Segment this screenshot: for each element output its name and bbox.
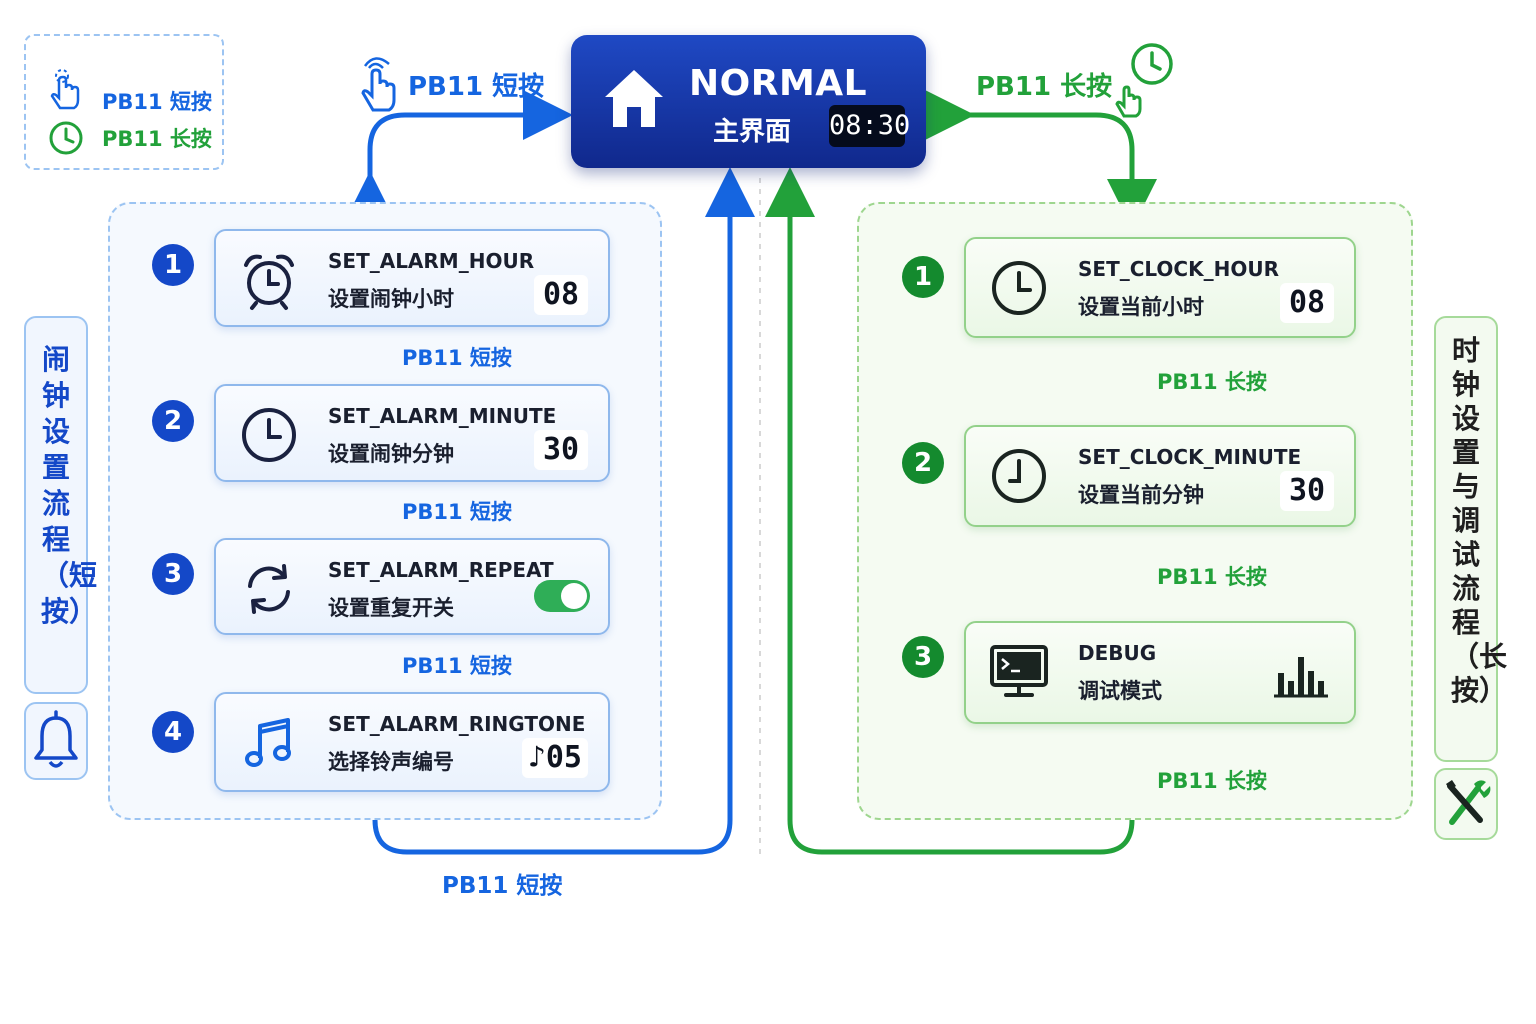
normal-time-display: 08:30 xyxy=(829,105,910,147)
step-description: 设置当前小时 xyxy=(1078,295,1204,319)
bar-chart-icon xyxy=(1274,657,1328,698)
step-code: SET_CLOCK_MINUTE xyxy=(1078,445,1302,469)
clock-side-label-text: 时钟设置与调试流程（长按） xyxy=(1451,334,1508,707)
clock-icon xyxy=(49,121,83,155)
home-icon xyxy=(605,70,663,127)
arrow-label: PB11 短按 xyxy=(402,500,512,524)
arrow-normal-to-clock xyxy=(925,90,1157,229)
clock-step-debug: DEBUG 调试模式 xyxy=(964,621,1356,724)
normal-state: NORMAL 主界面 08:30 xyxy=(571,35,926,168)
alarm-side-label-text: 闹钟设置流程（短按） xyxy=(41,343,98,628)
step-description: 设置闹钟小时 xyxy=(328,287,454,311)
long-press-hand-icon xyxy=(1115,43,1173,118)
alarm-side-icon-box xyxy=(24,702,88,780)
step-description: 设置当前分钟 xyxy=(1078,483,1204,507)
alarm-step-minute: SET_ALARM_MINUTE 设置闹钟分钟 30 xyxy=(214,384,610,482)
step-number: 2 xyxy=(902,442,944,484)
step-number: 3 xyxy=(902,636,944,678)
legend-long: PB11 长按 xyxy=(48,120,212,156)
step-value: 30 xyxy=(534,430,588,470)
repeat-toggle[interactable] xyxy=(534,580,590,612)
legend-short-label: PB11 短按 xyxy=(102,90,212,114)
arrow-normal-to-alarm xyxy=(345,90,573,221)
legend: PB11 短按 PB11 长按 xyxy=(24,34,224,170)
alarm-step-hour: SET_ALARM_HOUR 设置闹钟小时 08 xyxy=(214,229,610,327)
step-code: SET_CLOCK_HOUR xyxy=(1078,257,1279,281)
arrow-label: PB11 长按 xyxy=(1157,370,1267,394)
bell-icon xyxy=(34,710,78,768)
arrow-label: PB11 长按 xyxy=(1157,769,1267,793)
alarm-step-ringtone: SET_ALARM_RINGTONE 选择铃声编号 ♪05 xyxy=(214,692,610,792)
step-number: 3 xyxy=(152,553,194,595)
step-code: SET_ALARM_RINGTONE xyxy=(328,712,586,736)
alarm-return-label: PB11 短按 xyxy=(442,873,563,899)
step-value: 30 xyxy=(1280,471,1334,511)
normal-subtitle: 主界面 xyxy=(713,117,792,147)
normal-title: NORMAL xyxy=(689,63,868,104)
step-description: 调试模式 xyxy=(1078,679,1162,703)
arrow-alarm-return xyxy=(372,167,755,855)
step-number: 2 xyxy=(152,400,194,442)
step-code: SET_ALARM_MINUTE xyxy=(328,404,557,428)
monitor-terminal-icon xyxy=(990,645,1048,697)
clock-step-hour: SET_CLOCK_HOUR 设置当前小时 08 xyxy=(964,237,1356,338)
refresh-icon xyxy=(248,564,290,614)
arrow-label: PB11 短按 xyxy=(402,346,512,370)
tap-hand-icon xyxy=(361,57,396,112)
step-description: 设置闹钟分钟 xyxy=(328,442,454,466)
alarm-step-repeat: SET_ALARM_REPEAT 设置重复开关 xyxy=(214,538,610,635)
arrow-label: PB11 短按 xyxy=(402,654,512,678)
step-code: SET_ALARM_REPEAT xyxy=(328,558,554,582)
step-number: 1 xyxy=(152,244,194,286)
toggle-knob xyxy=(561,583,587,609)
clock-icon xyxy=(992,261,1046,315)
clock-icon xyxy=(992,449,1046,503)
tools-icon xyxy=(1446,780,1491,825)
step-description: 选择铃声编号 xyxy=(328,750,454,774)
music-note-icon xyxy=(245,718,291,767)
legend-short: PB11 短按 xyxy=(48,69,212,116)
tap-hand-icon xyxy=(50,69,80,110)
clock-side-icon-box xyxy=(1434,768,1498,840)
legend-long-label: PB11 长按 xyxy=(102,127,212,151)
step-code: DEBUG xyxy=(1078,641,1157,665)
arrow-clock-return xyxy=(765,167,1135,855)
arrow-label: PB11 长按 xyxy=(1157,565,1267,589)
step-number: 1 xyxy=(902,256,944,298)
clock-side-label: 时钟设置与调试流程（长按） xyxy=(1434,316,1508,762)
step-code: SET_ALARM_HOUR xyxy=(328,249,535,273)
clock-step-minute: SET_CLOCK_MINUTE 设置当前分钟 30 xyxy=(964,425,1356,527)
alarm-side-label: 闹钟设置流程（短按） xyxy=(24,316,98,694)
step-value: 08 xyxy=(1280,283,1334,323)
step-description: 设置重复开关 xyxy=(328,596,454,620)
step-value: ♪05 xyxy=(521,738,588,778)
step-value: 08 xyxy=(534,275,588,315)
clock-icon xyxy=(242,408,296,462)
top-short-label: PB11 短按 xyxy=(408,72,545,102)
top-long-label: PB11 长按 xyxy=(976,72,1113,102)
alarm-clock-icon xyxy=(244,254,294,310)
step-number: 4 xyxy=(152,711,194,753)
